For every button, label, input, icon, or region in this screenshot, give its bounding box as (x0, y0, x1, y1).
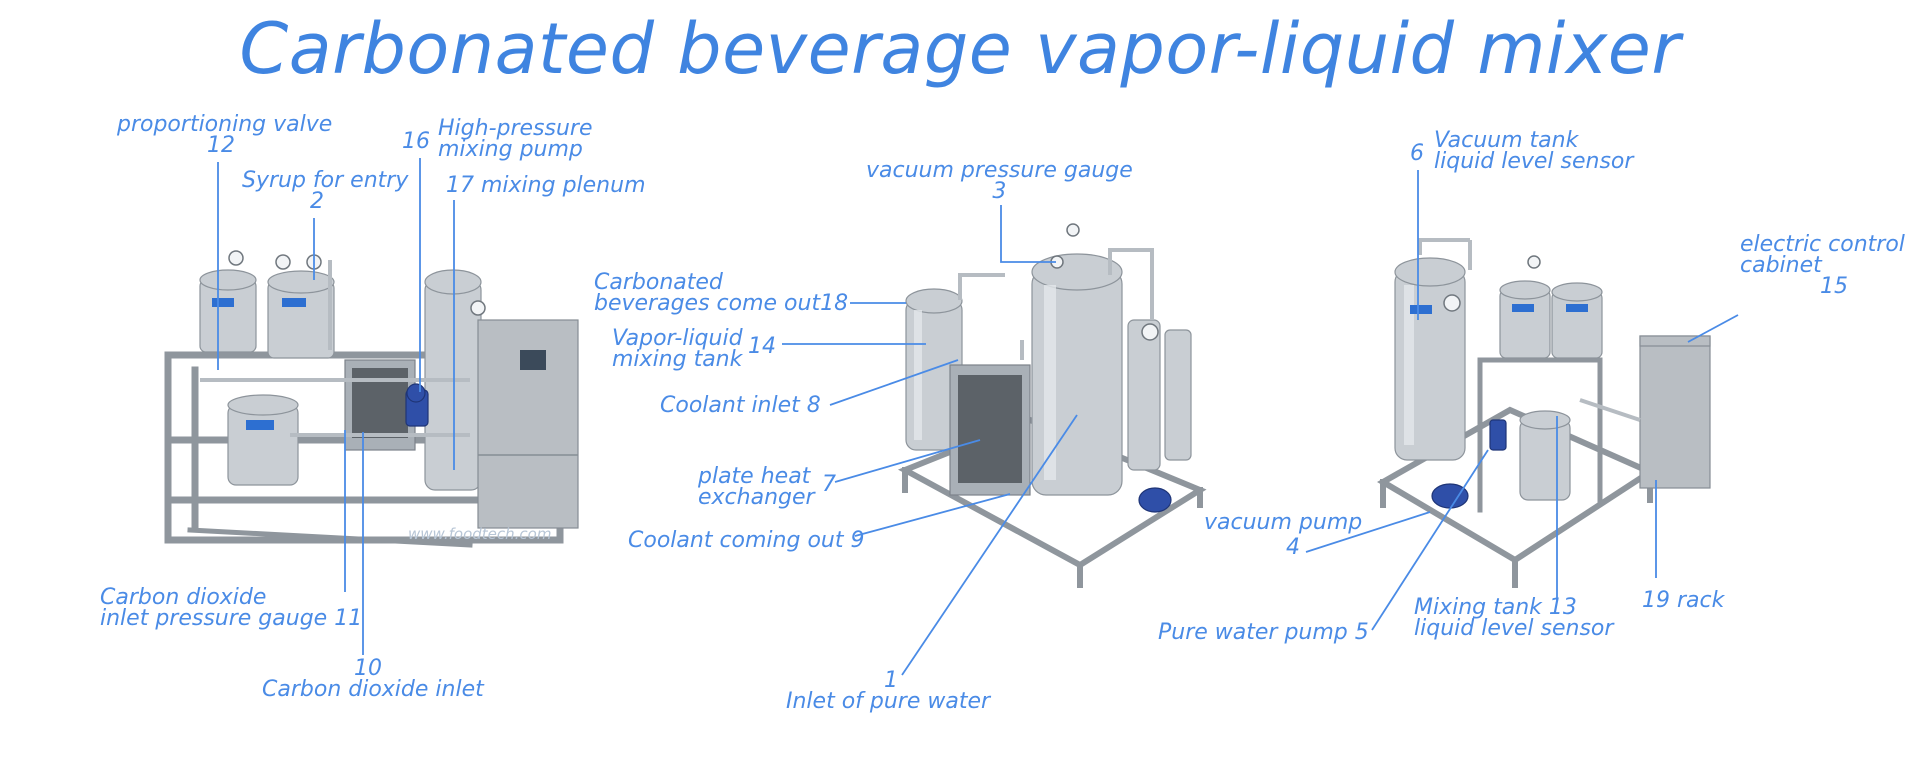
label-pure-water-inlet: 1 Inlet of pure water (786, 668, 991, 714)
leader-coolant-out (854, 493, 1011, 537)
label-coolant-out: Coolant coming out 9 (628, 528, 865, 553)
leader-vacuum-pump (1305, 511, 1431, 553)
label-carbonated-out: Carbonated beverages come out18 (594, 270, 849, 316)
label-rack: 19 rack (1642, 588, 1725, 613)
leader-pure-water-pump (1371, 449, 1489, 631)
diagram-title: Carbonated beverage vapor-liquid mixer (239, 8, 1681, 90)
label-co2-gauge: Carbon dioxide inlet pressure gauge 11 (100, 585, 363, 631)
label-co2-inlet: 10 Carbon dioxide inlet (262, 656, 484, 702)
watermark: www.foodtech.com (408, 525, 552, 543)
middle-machine (897, 223, 1207, 588)
label-vl-tank: Vapor-liquid mixing tank (612, 326, 743, 372)
label-mixing-plenum: 17 mixing plenum (446, 173, 646, 198)
label-vacuum-pump: vacuum pump 4 (1204, 510, 1363, 560)
label-plate-hx-number: 7 (822, 472, 836, 497)
leader-plate-hx (834, 439, 981, 483)
leader-lines (217, 158, 1739, 676)
label-control-cabinet: electric control cabinet 15 (1740, 232, 1905, 299)
label-mix-level: Mixing tank 13 liquid level sensor (1414, 595, 1614, 641)
label-syrup-entry: Syrup for entry 2 (242, 168, 409, 214)
label-vac-level: Vacuum tank liquid level sensor (1434, 128, 1634, 174)
label-plate-hx: plate heat exchanger (698, 464, 815, 510)
leader-vacuum-gauge (1000, 205, 1056, 263)
leader-coolant-inlet (829, 359, 959, 406)
label-proportioning-valve: proportioning valve 12 (117, 112, 333, 158)
label-vacuum-gauge: vacuum pressure gauge 3 (866, 158, 1133, 204)
label-vl-tank-number: 14 (748, 334, 776, 359)
left-machine (164, 250, 579, 548)
label-vac-level-number: 6 (1410, 141, 1424, 166)
label-coolant-inlet: Coolant inlet 8 (660, 393, 821, 418)
label-hp-pump-number: 16 (402, 129, 430, 154)
leader-control-cabinet (1687, 314, 1739, 343)
label-hp-pump: High-pressure mixing pump (438, 116, 593, 162)
leader-pure-water-inlet (901, 414, 1078, 676)
label-pure-water-pump: Pure water pump 5 (1158, 620, 1369, 645)
right-machine (1377, 238, 1711, 588)
